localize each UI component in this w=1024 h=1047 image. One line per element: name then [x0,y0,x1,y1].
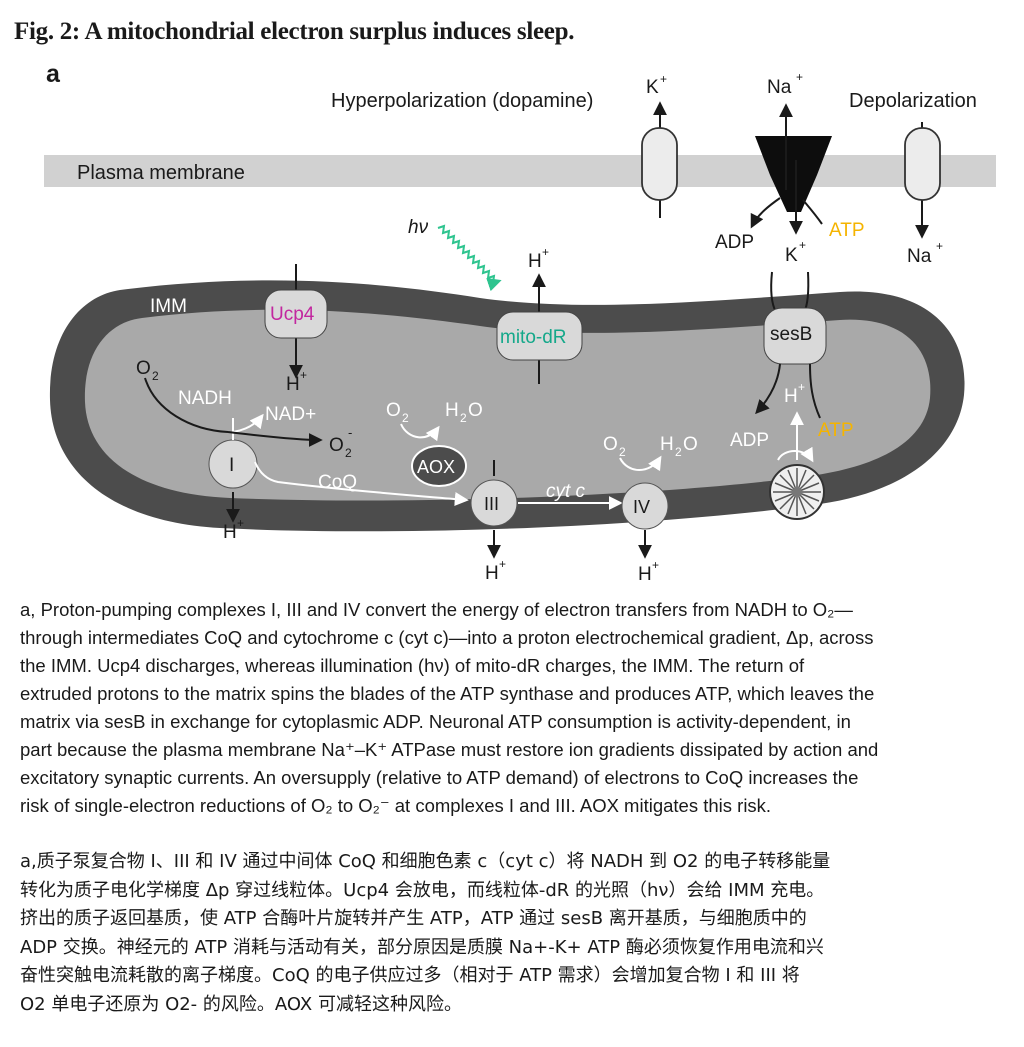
mitochondria-diagram: Plasma membrane Hyperpolarization (dopam… [44,70,996,585]
caption-en-line: excitatory synaptic currents. An oversup… [20,767,859,788]
svg-text:+: + [499,557,506,571]
caption-zh-line: 转化为质子电化学梯度 Δp 穿过线粒体。Ucp4 会放电，而线粒体-dR 的光照… [20,879,825,901]
h2o-label-iv: H [660,434,674,455]
svg-text:2: 2 [152,369,159,383]
svg-text:2: 2 [675,445,682,459]
superoxide-label: O [329,435,344,456]
caption-en-line: part because the plasma membrane Na⁺–K⁺ … [20,739,879,760]
complex-i-label: I [229,455,234,476]
svg-text:+: + [798,380,805,394]
svg-text:2: 2 [345,446,352,460]
caption-zh-line: a,质子泵复合物 I、III 和 IV 通过中间体 CoQ 和细胞色素 c（cy… [20,851,831,872]
atp-matrix-label: ATP [818,420,854,441]
complex-i: I H + [144,377,469,543]
svg-text:+: + [542,245,549,259]
h2o-label-aox: H [445,400,459,421]
hv-label: hν [408,217,429,238]
svg-text:+: + [652,558,659,572]
k-plus-top-label: K [646,77,659,98]
o2-label-aox: O [386,400,401,421]
depolarization-label: Depolarization [849,90,977,112]
svg-text:2: 2 [402,411,409,425]
svg-text:2: 2 [619,445,626,459]
svg-text:H: H [784,386,798,407]
sesb-transporter: sesB [755,271,827,419]
imm-label: IMM [150,296,187,317]
svg-text:H: H [223,522,237,543]
svg-text:+: + [799,238,806,252]
caption-zh-line: O2 单电子还原为 O2- 的风险。AOX 可减轻这种风险。 [20,993,462,1015]
svg-text:+: + [796,70,803,84]
svg-text:-: - [348,425,352,440]
adp-top-label: ADP [715,232,754,253]
ucp4-protein: Ucp4 H + [264,264,328,395]
caption-en-line: risk of single-electron reductions of O₂… [20,795,772,816]
k-plus-mid-label: K [785,245,798,266]
na-k-atpase-pump: Na + ADP ATP K + [715,70,865,266]
mito-dr-label: mito-dR [500,327,567,348]
panel-letter: a [46,60,60,88]
cyt-c-label: cyt c [546,481,586,502]
o2-label-iv: O [603,434,618,455]
caption-chinese: a,质子泵复合物 I、III 和 IV 通过中间体 CoQ 和细胞色素 c（cy… [20,848,1020,1019]
caption-en-line: matrix via sesB in exchange for cytoplas… [20,711,851,732]
adp-matrix-label: ADP [730,430,769,451]
svg-text:H: H [528,251,542,272]
caption-zh-line: ADP 交换。神经元的 ATP 消耗与活动有关，部分原因是质膜 Na+-K+ A… [20,936,824,958]
svg-text:H: H [638,564,652,585]
complex-iv: IV H + O 2 H 2 O [603,434,698,585]
svg-text:+: + [300,368,307,382]
nad-plus-label: NAD+ [265,404,316,425]
ucp4-label: Ucp4 [270,304,315,325]
svg-text:+: + [660,72,667,86]
complex-iii: III H + cyt c [470,460,623,584]
potassium-channel: K + [641,72,678,218]
sesb-label: sesB [770,324,812,345]
coq-label: CoQ [318,472,357,493]
plasma-membrane-label: Plasma membrane [77,162,245,184]
nadh-label: NADH [178,388,232,409]
caption-en-line: extruded protons to the matrix spins the… [20,683,875,704]
caption-en-line: through intermediates CoQ and cytochrome… [20,627,874,648]
caption-en-line: a, Proton-pumping complexes I, III and I… [20,599,853,620]
hyperpolarization-label: Hyperpolarization (dopamine) [331,90,593,112]
svg-text:O: O [683,434,698,455]
sodium-channel: Na + [904,122,943,267]
svg-text:2: 2 [460,411,467,425]
na-plus-top-label: Na [767,77,792,98]
caption-en-line: the IMM. Ucp4 discharges, whereas illumi… [20,655,805,676]
svg-text:H: H [485,563,499,584]
caption-zh-line: 奋性突触电流耗散的离子梯度。CoQ 的电子供应过多（相对于 ATP 需求）会增加… [20,965,800,986]
atp-synthase: H + ADP ATP [730,380,854,520]
complex-iii-label: III [484,494,499,514]
figure-title: Fig. 2: A mitochondrial electron surplus… [14,18,575,45]
atp-top-label: ATP [829,220,865,241]
svg-text:+: + [237,516,244,530]
na-plus-bottom-label: Na [907,246,932,267]
complex-iv-label: IV [633,497,650,517]
svg-text:+: + [936,239,943,253]
aox-enzyme: O 2 H 2 O AOX [386,400,483,487]
caption-zh-line: 挤出的质子返回基质，使 ATP 合酶叶片旋转并产生 ATP，ATP 通过 ses… [20,908,807,929]
svg-text:O: O [468,400,483,421]
caption-english: a, Proton-pumping complexes I, III and I… [20,596,1020,820]
aox-label: AOX [417,457,455,477]
plasma-membrane-band [44,155,996,187]
mito-dr-protein: mito-dR H + [496,245,583,384]
o2-label-left: O [136,358,151,379]
photon-illumination: hν [408,217,502,292]
svg-text:H: H [286,374,300,395]
